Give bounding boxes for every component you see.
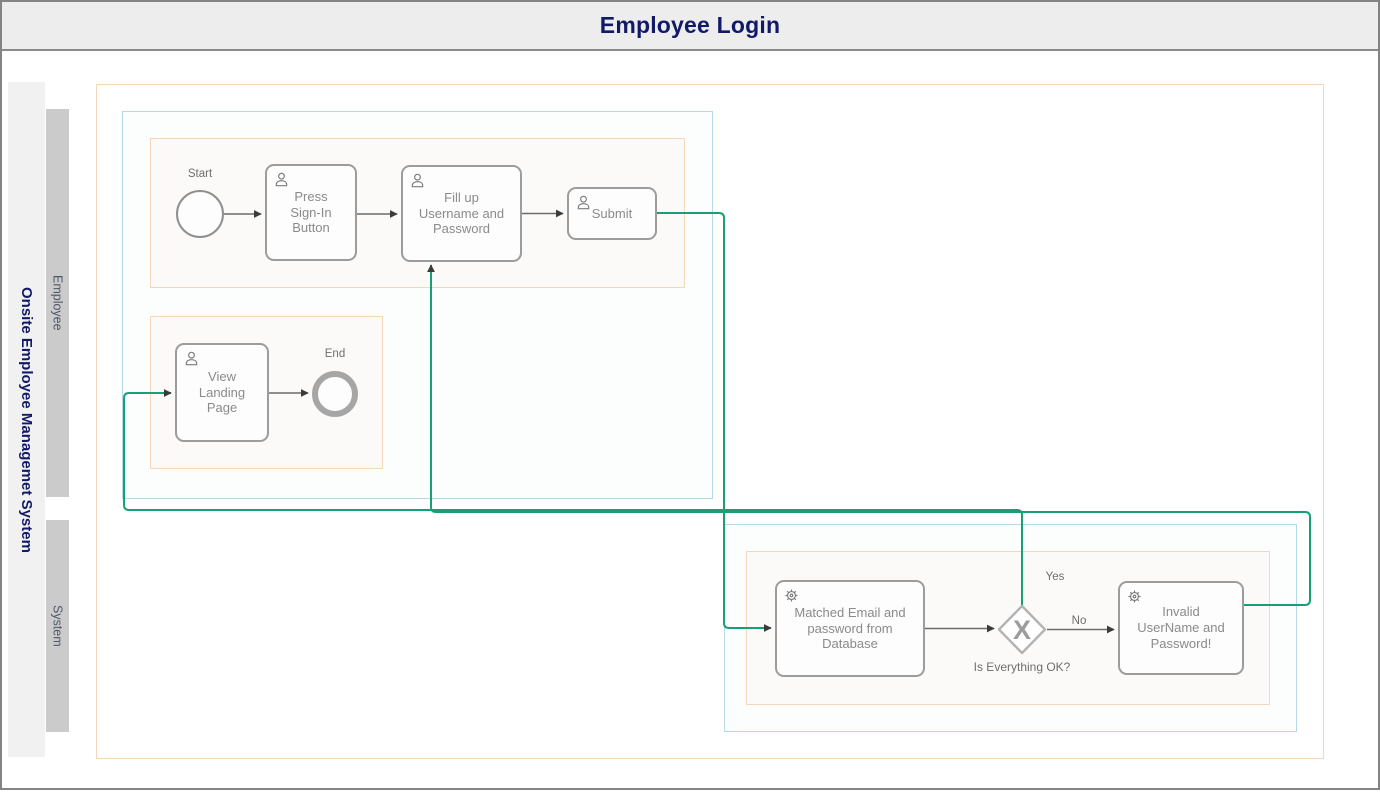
task-label: Invalid UserName and Password! <box>1137 604 1225 651</box>
gateway-question-label: Is Everything OK? <box>973 660 1071 674</box>
task-view-landing[interactable]: View Landing Page <box>175 343 269 442</box>
lane-system[interactable]: System <box>46 520 69 732</box>
pool-area-box <box>96 84 1324 759</box>
task-label: Fill up Username and Password <box>418 189 505 237</box>
pool-label: Onsite Employee Managemet System <box>18 286 35 553</box>
task-press-signin[interactable]: Press Sign-In Button <box>265 164 357 261</box>
pool-header[interactable]: Onsite Employee Managemet System <box>8 82 45 757</box>
task-matched-email[interactable]: Matched Email and password from Database <box>775 580 925 677</box>
lane-employee[interactable]: Employee <box>46 109 69 497</box>
user-icon <box>185 351 198 366</box>
edge-label-yes: Yes <box>1045 571 1065 583</box>
start-event[interactable] <box>176 190 224 238</box>
task-submit[interactable]: Submit <box>567 187 657 240</box>
task-invalid-credentials[interactable]: Invalid UserName and Password! <box>1118 581 1244 675</box>
start-event-label: Start <box>187 168 213 180</box>
gear-icon <box>1128 590 1141 603</box>
end-event[interactable] <box>312 371 358 417</box>
user-icon <box>411 173 424 188</box>
user-icon <box>577 195 590 210</box>
edge-label-no: No <box>1071 615 1087 627</box>
task-label: Press Sign-In Button <box>290 188 332 236</box>
title-bar: Employee Login <box>2 2 1378 51</box>
page-title: Employee Login <box>599 12 781 38</box>
user-icon <box>275 172 288 187</box>
task-fill-credentials[interactable]: Fill up Username and Password <box>401 165 522 262</box>
task-label: View Landing Page <box>198 368 246 416</box>
task-label: Submit <box>591 205 633 221</box>
gear-icon <box>785 589 798 602</box>
end-event-label: End <box>324 348 346 360</box>
lane-system-label: System <box>50 605 65 647</box>
task-label: Matched Email and password from Database <box>794 604 906 652</box>
lane-employee-label: Employee <box>50 275 65 331</box>
